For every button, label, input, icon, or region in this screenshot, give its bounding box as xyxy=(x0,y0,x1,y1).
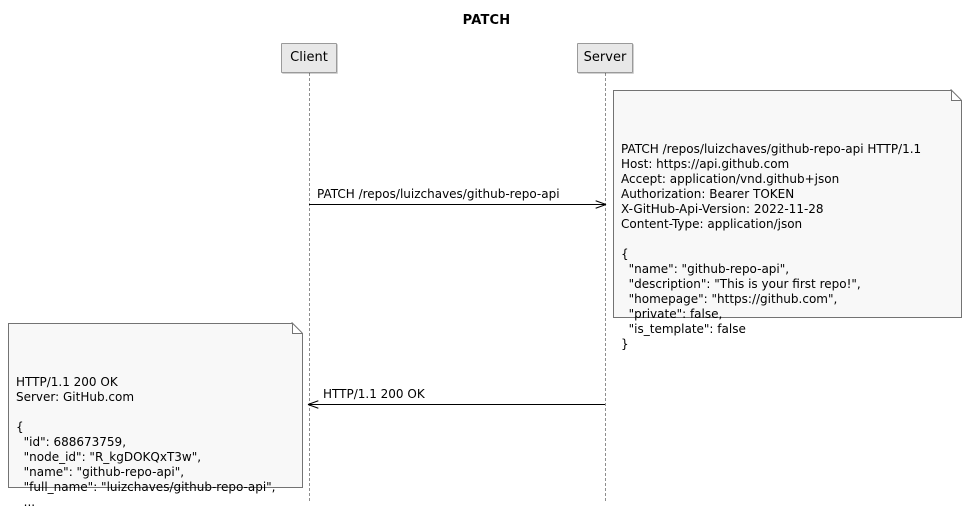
message-response: HTTP/1.1 200 OK xyxy=(309,387,605,406)
note-http-request: PATCH /repos/luizchaves/github-repo-api … xyxy=(613,90,962,351)
note-http-response-text: HTTP/1.1 200 OK Server: GitHub.com { "id… xyxy=(16,375,276,507)
arrow-left-icon xyxy=(308,399,319,410)
message-response-line xyxy=(309,404,605,405)
message-response-label: HTTP/1.1 200 OK xyxy=(323,387,425,401)
page-title: PATCH xyxy=(462,13,511,28)
note-http-response: HTTP/1.1 200 OK Server: GitHub.com { "id… xyxy=(8,323,303,507)
note-http-request-text: PATCH /repos/luizchaves/github-repo-api … xyxy=(621,142,922,351)
lifeline-client xyxy=(309,73,310,501)
message-request: PATCH /repos/luizchaves/github-repo-api xyxy=(309,187,605,206)
arrow-right-icon xyxy=(595,199,606,210)
note-fold-corner-icon xyxy=(951,90,962,101)
message-request-line xyxy=(309,204,605,205)
lifeline-server xyxy=(605,73,606,501)
participant-client[interactable]: Client xyxy=(281,43,337,73)
message-request-label: PATCH /repos/luizchaves/github-repo-api xyxy=(317,187,560,201)
participant-server[interactable]: Server xyxy=(577,43,633,73)
note-fold-corner-icon xyxy=(292,323,303,334)
